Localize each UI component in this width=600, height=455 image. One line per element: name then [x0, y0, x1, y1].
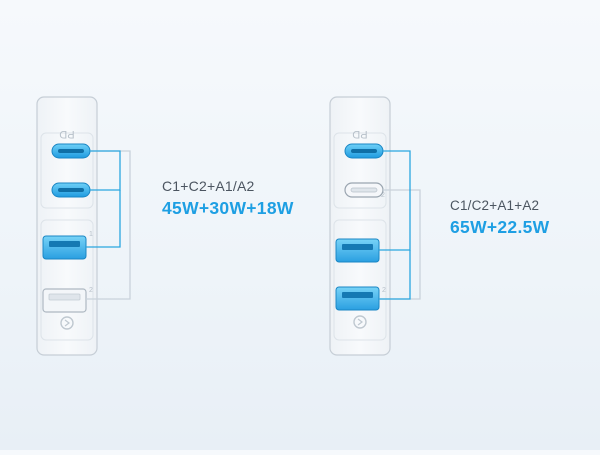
qc-logo-icon	[60, 316, 74, 330]
charger-1-a-section	[40, 219, 94, 341]
charger-2: PD 2 2	[329, 96, 421, 356]
port-combo-label-2: C1/C2+A1+A2	[450, 198, 540, 213]
charger-2-connectors	[379, 150, 421, 300]
usb-a-port-1-b	[335, 238, 380, 263]
port-number-2: 2	[89, 287, 93, 294]
port-number-1: 1	[89, 231, 93, 238]
usb-a-port-2-b	[335, 286, 380, 311]
charger-1-connectors	[86, 150, 131, 300]
pd-mark: PD	[59, 128, 74, 140]
port-number-a2: 2	[382, 287, 386, 294]
charger-1-label-group: C1+C2+A1/A2 45W+30W+18W	[162, 178, 294, 219]
pd-mark-2: PD	[352, 128, 367, 140]
charger-2-c-section	[333, 132, 387, 209]
qc-logo-icon-2	[353, 315, 367, 329]
usb-c-port-1	[51, 143, 91, 159]
port-combo-label: C1+C2+A1/A2	[162, 178, 255, 194]
charger-2-a-section	[333, 219, 387, 341]
port-number-c2: 2	[381, 192, 385, 199]
usb-a-port-1	[42, 235, 87, 260]
usb-c-port-2-b	[344, 182, 384, 198]
usb-c-port-1-b	[344, 143, 384, 159]
charger-1-c-section	[40, 132, 94, 209]
power-output-label-2: 65W+22.5W	[450, 217, 550, 237]
charger-1: PD 1 2	[36, 96, 131, 356]
power-output-label: 45W+30W+18W	[162, 198, 294, 218]
usb-a-port-2	[42, 288, 87, 313]
usb-c-port-2	[51, 182, 91, 198]
charger-2-label-group: C1/C2+A1+A2 65W+22.5W	[450, 198, 549, 238]
